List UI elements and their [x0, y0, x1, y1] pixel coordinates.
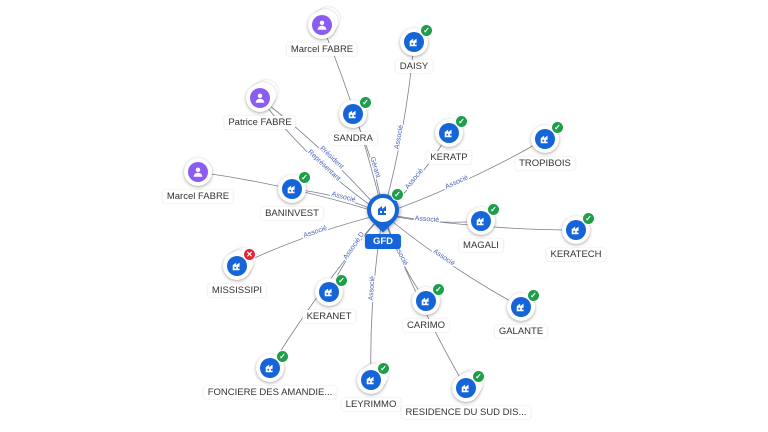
node-circle[interactable]	[184, 158, 212, 186]
node-label: Marcel FABRE	[286, 43, 358, 56]
center-pin[interactable]	[360, 187, 406, 233]
status-ok-icon: ✓	[472, 370, 485, 383]
status-ok-icon: ✓	[391, 188, 404, 201]
status-ok-icon: ✓	[276, 350, 289, 363]
edge-galante	[382, 213, 522, 308]
edge-label-galante: Associé	[432, 248, 456, 268]
company-icon	[439, 123, 459, 143]
node-label: KERATECH	[546, 248, 606, 261]
company-icon	[343, 104, 363, 124]
edge-tropibois	[382, 138, 546, 215]
node-circle[interactable]	[507, 293, 535, 321]
node-label: SANDRA	[329, 132, 377, 145]
edge-leyrimmo	[370, 213, 384, 381]
company-icon	[319, 282, 339, 302]
company-icon	[535, 129, 555, 149]
edge-label-sandra: Gérant	[368, 156, 381, 179]
person-icon	[250, 88, 270, 108]
node-label: MAGALI	[459, 239, 503, 252]
edge-label-mississipi: Associé	[303, 225, 329, 240]
company-icon	[511, 297, 531, 317]
status-ok-icon: ✓	[432, 283, 445, 296]
node-label: FONCIERE DES AMANDIE...	[203, 386, 337, 399]
node-circle[interactable]	[452, 374, 480, 402]
status-ok-icon: ✓	[335, 274, 348, 287]
status-ok-icon: ✓	[582, 212, 595, 225]
status-ok-icon: ✓	[377, 362, 390, 375]
node-circle[interactable]	[400, 28, 428, 56]
node-circle[interactable]	[339, 100, 367, 128]
node-label: DAISY	[395, 60, 433, 73]
node-label: KERATP	[426, 151, 472, 164]
node-label: BANINVEST	[261, 207, 323, 220]
edge-label-keratp: Associé	[404, 167, 425, 191]
company-icon	[371, 198, 395, 222]
company-icon	[260, 358, 280, 378]
status-ok-icon: ✓	[487, 203, 500, 216]
edge-label-keranet: Associé D	[342, 231, 366, 261]
node-label: Patrice FABRE	[224, 116, 296, 129]
company-icon	[227, 256, 247, 276]
status-ok-icon: ✓	[551, 121, 564, 134]
edge-label-leyrimmo: Associé	[368, 276, 377, 301]
node-label: RESIDENCE DU SUD DIS...	[401, 406, 531, 419]
node-circle[interactable]	[246, 84, 274, 112]
person-icon	[188, 162, 208, 182]
status-ok-icon: ✓	[420, 24, 433, 37]
node-label: LEYRIMMO	[341, 398, 401, 411]
node-circle[interactable]	[256, 354, 284, 382]
status-ok-icon: ✓	[527, 289, 540, 302]
edge-label-daisy: Associé	[394, 124, 405, 149]
edge-label-magali: Associé	[414, 215, 439, 224]
status-closed-icon: ✕	[243, 248, 256, 261]
node-label: Marcel FABRE	[162, 190, 234, 203]
status-ok-icon: ✓	[298, 171, 311, 184]
node-label: GALANTE	[494, 325, 548, 338]
company-icon	[416, 291, 436, 311]
person-icon	[312, 15, 332, 35]
node-label: MISSISSIPI	[207, 284, 267, 297]
node-label: KERANET	[302, 310, 356, 323]
company-icon	[456, 378, 476, 398]
company-icon	[566, 220, 586, 240]
company-icon	[404, 32, 424, 52]
node-circle[interactable]	[315, 278, 343, 306]
company-icon	[361, 370, 381, 390]
node-label: TROPIBOIS	[515, 157, 575, 170]
company-icon	[282, 179, 302, 199]
edge-label-tropibois: Associé	[444, 174, 469, 191]
company-icon	[471, 211, 491, 231]
status-ok-icon: ✓	[359, 96, 372, 109]
edge-patrice	[259, 97, 384, 215]
node-circle[interactable]	[308, 11, 336, 39]
center-label: GFD	[364, 234, 402, 249]
status-ok-icon: ✓	[455, 115, 468, 128]
node-label: CARIMO	[403, 319, 449, 332]
